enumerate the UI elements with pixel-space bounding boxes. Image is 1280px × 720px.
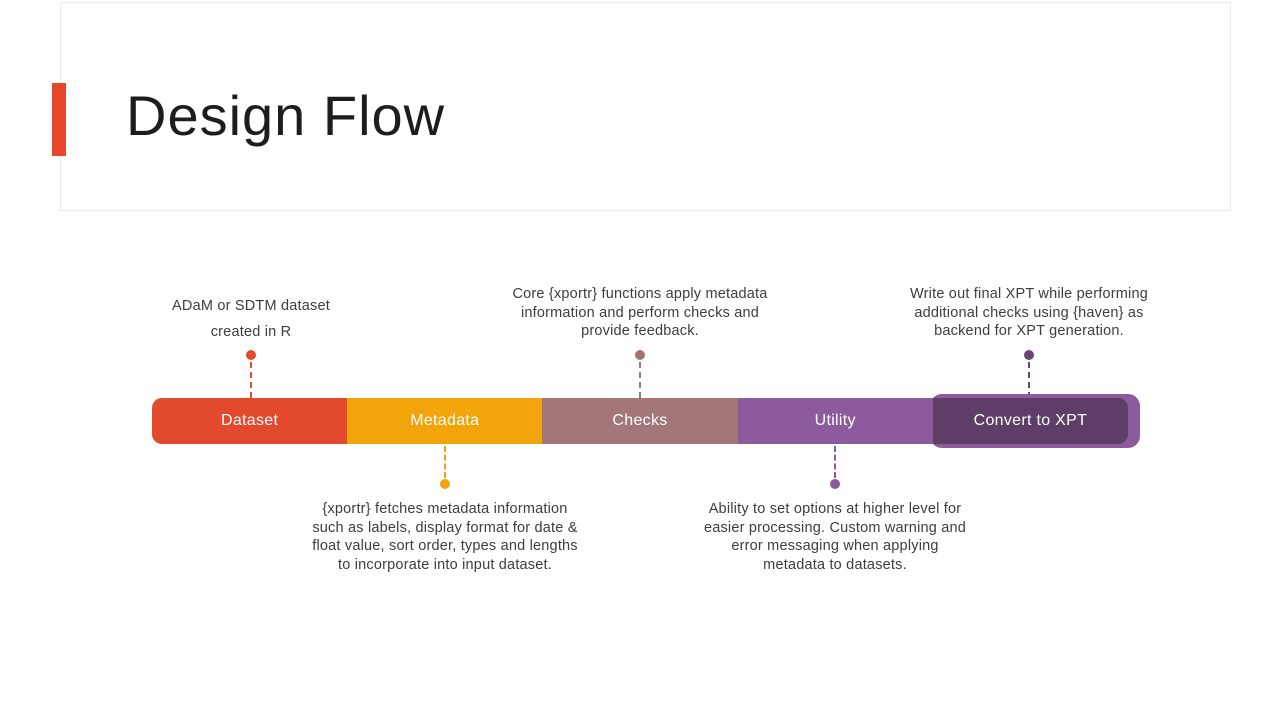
- segment-checks-label: Checks: [612, 412, 668, 429]
- title-box: [60, 2, 1231, 211]
- metadata-connector: [444, 446, 446, 478]
- utility-connector: [834, 446, 836, 478]
- process-bar: Dataset Metadata Checks Utility Convert …: [152, 398, 1128, 444]
- segment-utility-label: Utility: [814, 412, 856, 429]
- title-accent-bar: [52, 83, 66, 156]
- checks-connector: [639, 362, 641, 398]
- metadata-dot: [440, 479, 450, 489]
- dataset-dot: [246, 350, 256, 360]
- segment-checks: Checks: [542, 398, 738, 444]
- segment-metadata-label: Metadata: [410, 412, 480, 429]
- segment-dataset-label: Dataset: [220, 412, 279, 429]
- segment-utility: Utility: [737, 398, 933, 444]
- checks-dot: [635, 350, 645, 360]
- segment-convert-to-xpt-label: Convert to XPT: [973, 412, 1088, 429]
- segment-convert-to-xpt: Convert to XPT: [932, 398, 1128, 444]
- convert-to-xpt-dot: [1024, 350, 1034, 360]
- convert-to-xpt-connector: [1028, 362, 1030, 398]
- annotation-utility: Ability to set options at higher level f…: [703, 501, 967, 573]
- segment-metadata: Metadata: [347, 398, 543, 444]
- dataset-connector: [250, 362, 252, 398]
- page-title: Design Flow: [126, 84, 446, 147]
- utility-dot: [830, 479, 840, 489]
- segment-dataset: Dataset: [152, 398, 348, 444]
